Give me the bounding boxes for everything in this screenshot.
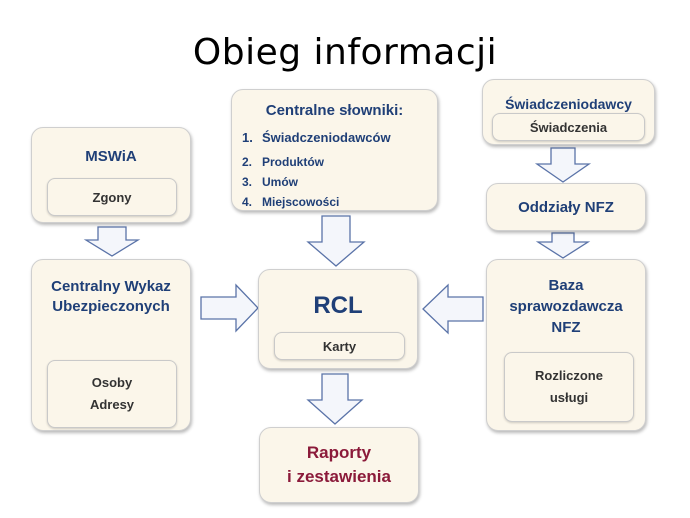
arrow-swiadczeniodawcy-to-oddzialy xyxy=(534,147,592,183)
mswia-box: MSWiA Zgony xyxy=(31,127,191,223)
slowniki-box: Centralne słowniki: 1.Świadczeniodawców … xyxy=(231,89,438,211)
adresy-text: Adresy xyxy=(89,397,135,412)
mswia-label: MSWiA xyxy=(85,148,137,165)
raporty-box: Raporty i zestawienia xyxy=(259,427,419,503)
arrow-oddzialy-to-baza xyxy=(535,232,591,259)
baza-box: Baza sprawozdawcza NFZ Rozliczone usługi xyxy=(486,259,646,431)
baza-label-line3: NFZ xyxy=(551,319,581,336)
arrow-cwu-to-rcl xyxy=(200,283,259,333)
rcl-box: RCL Karty xyxy=(258,269,418,369)
cwu-label-line1: Centralny Wykaz xyxy=(51,278,171,295)
raporty-label-line1: Raporty xyxy=(306,443,372,462)
slowniki-item: 4.Miejscowości xyxy=(242,195,340,209)
uslugi-text: usługi xyxy=(549,390,589,405)
rozliczone-uslugi-box: Rozliczone usługi xyxy=(504,352,634,422)
slowniki-item: 1.Świadczeniodawców xyxy=(242,130,391,145)
cwu-box: Centralny Wykaz Ubezpieczonych Osoby Adr… xyxy=(31,259,191,431)
osoby-text: Osoby xyxy=(91,375,133,390)
arrow-baza-to-rcl xyxy=(422,283,484,335)
cwu-label-line2: Ubezpieczonych xyxy=(52,298,170,315)
slowniki-label: Centralne słowniki: xyxy=(265,102,404,119)
swiadczeniodawcy-box: Świadczeniodawcy Świadczenia xyxy=(482,79,655,145)
slowniki-list: 1.Świadczeniodawców 2.Produktów 3.Umów 4… xyxy=(242,128,391,212)
slowniki-item: 3.Umów xyxy=(242,175,298,189)
arrow-mswia-to-cwu xyxy=(83,226,141,257)
raporty-label-line2: i zestawienia xyxy=(287,467,391,486)
karty-box: Karty xyxy=(274,332,405,360)
oddzialy-box: Oddziały NFZ xyxy=(486,183,646,231)
swiadczeniodawcy-label: Świadczeniodawcy xyxy=(505,96,632,112)
arrow-slowniki-to-rcl xyxy=(306,215,366,267)
slide-title: Obieg informacji xyxy=(192,32,498,73)
rozliczone-text: Rozliczone xyxy=(535,368,603,383)
rcl-label: RCL xyxy=(313,292,363,319)
swiadczenia-box: Świadczenia xyxy=(492,113,645,141)
arrow-rcl-to-raporty xyxy=(306,373,364,425)
zgony-box: Zgony xyxy=(47,178,177,216)
baza-label-line1: Baza xyxy=(548,277,584,294)
slowniki-item: 2.Produktów xyxy=(242,155,324,169)
oddzialy-label: Oddziały NFZ xyxy=(518,199,614,216)
baza-label-line2: sprawozdawcza xyxy=(509,298,623,315)
osoby-adresy-box: Osoby Adresy xyxy=(47,360,177,428)
